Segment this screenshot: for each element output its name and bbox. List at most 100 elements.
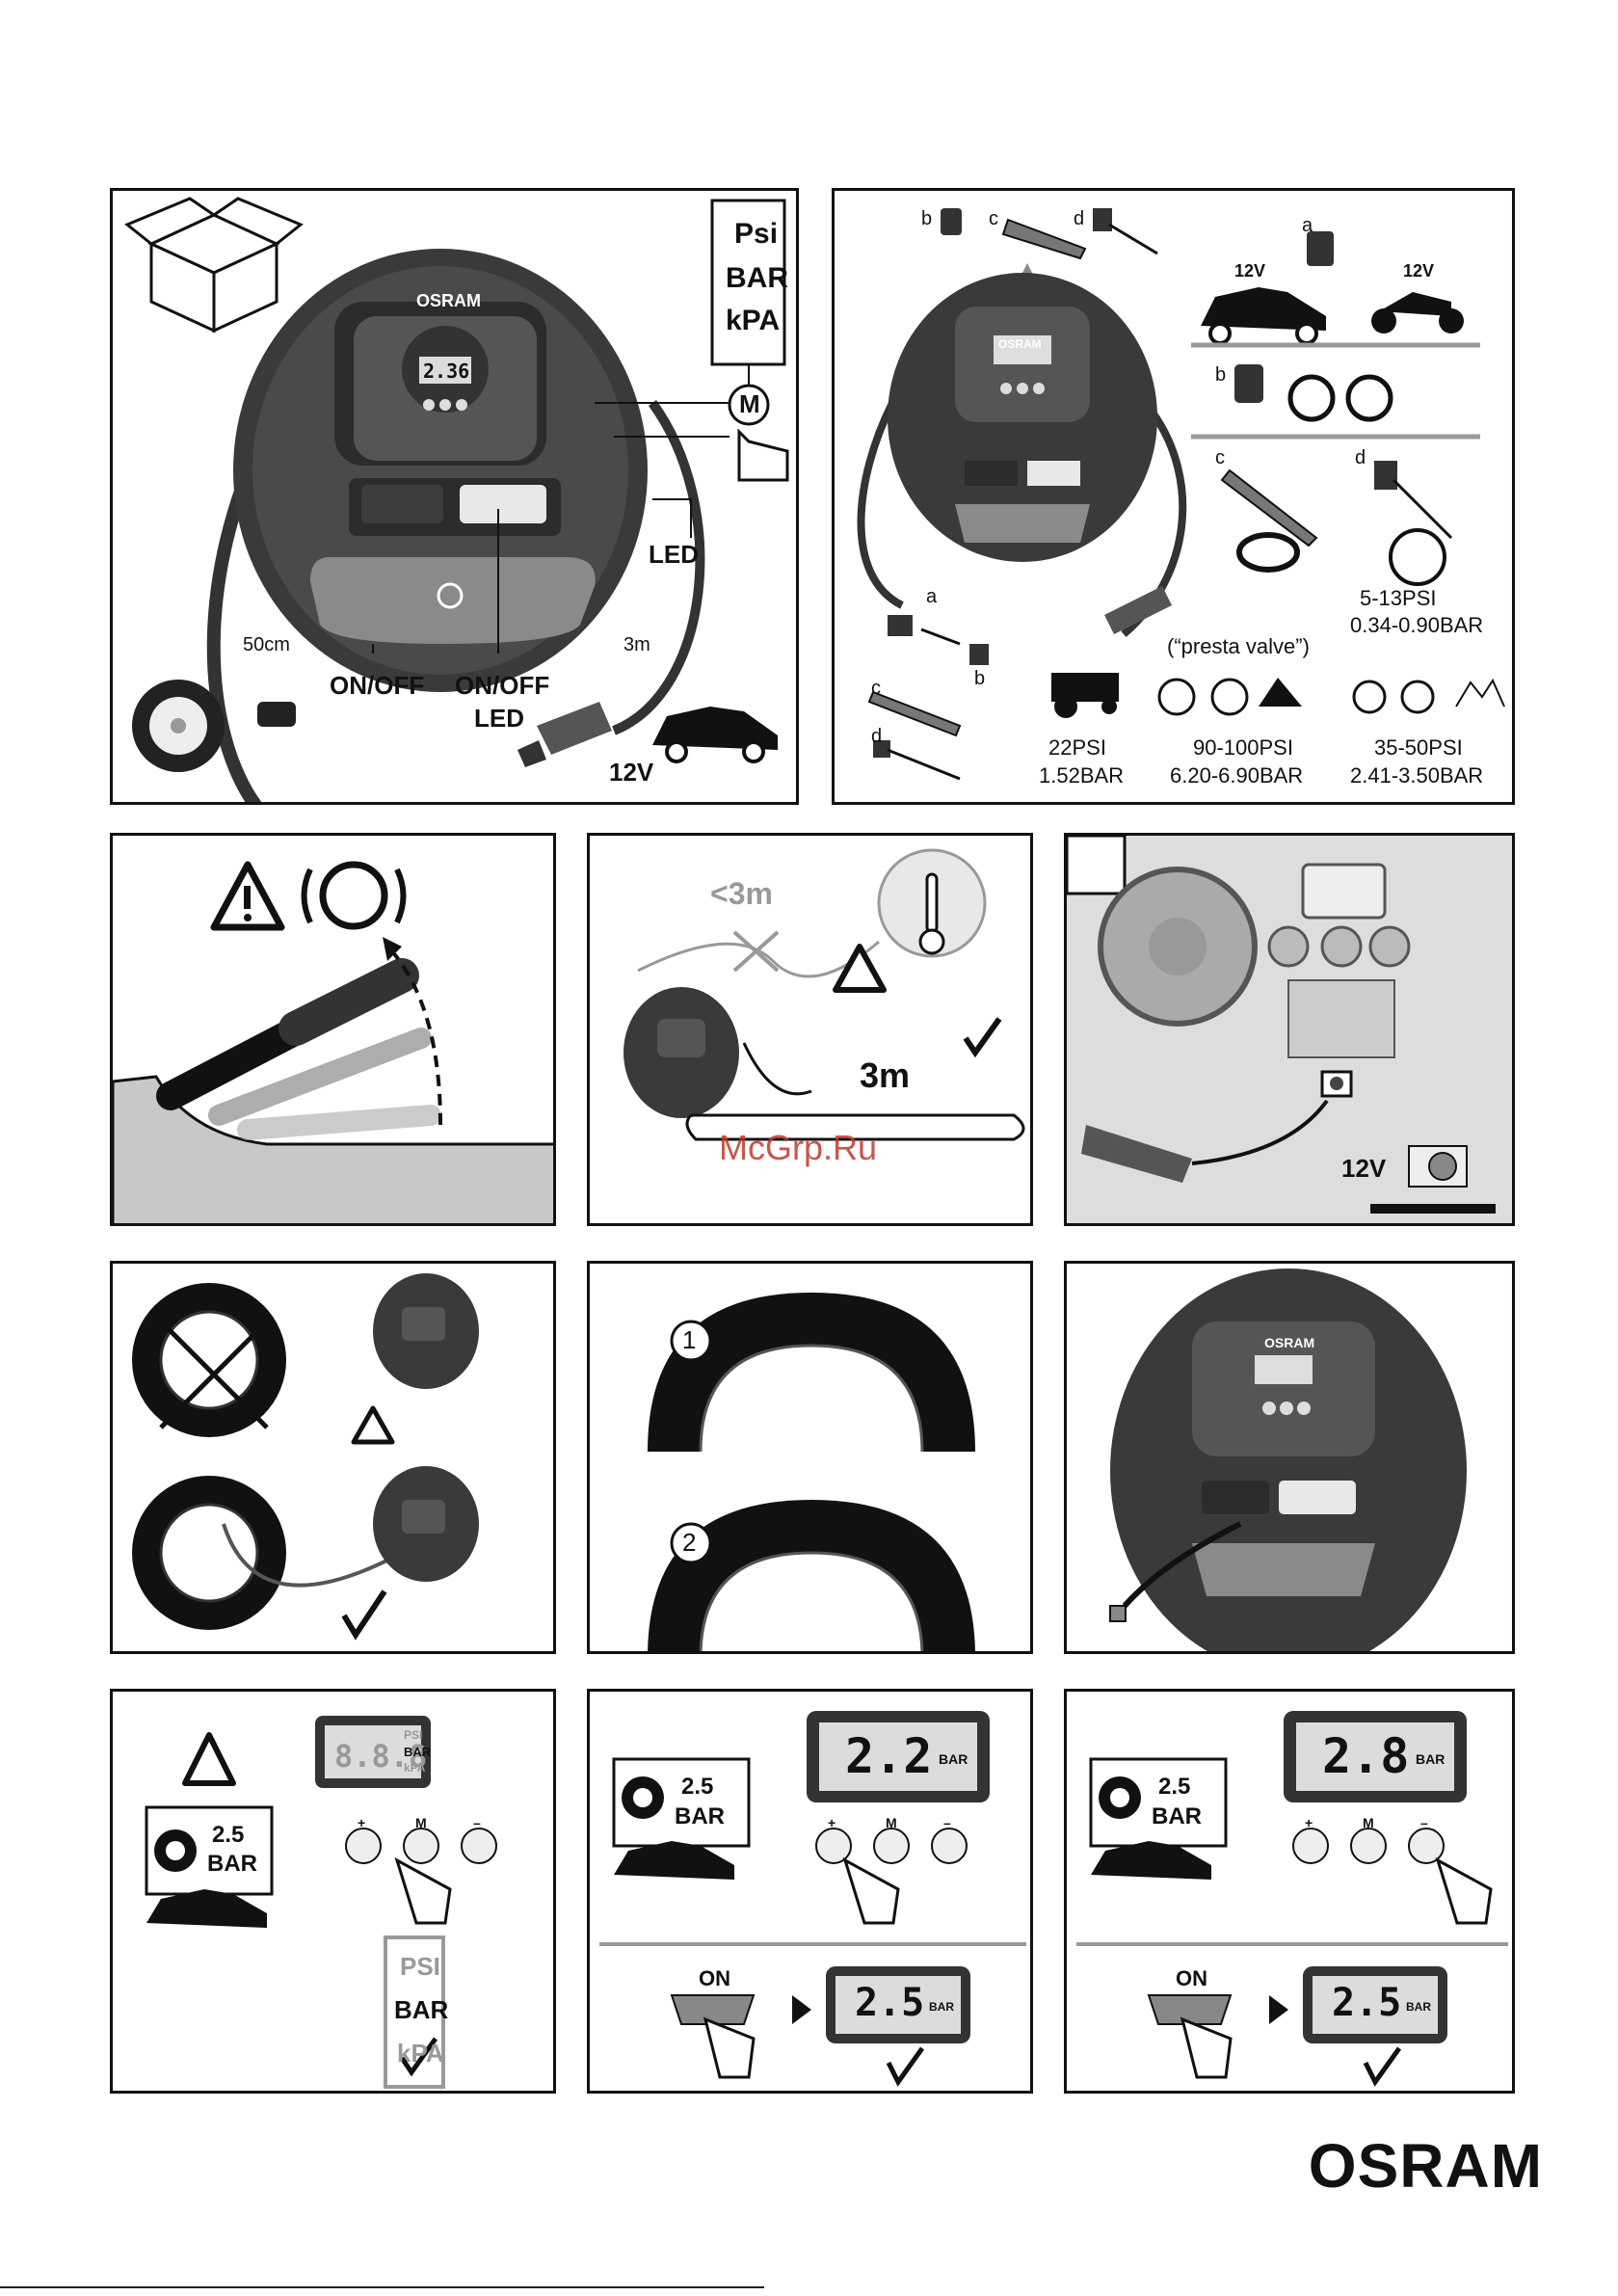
unit-selection-illustration [145, 1716, 497, 2089]
button-plus: + [358, 1815, 366, 1830]
button-minus: – [473, 1815, 481, 1830]
needle-c-label: c [1215, 447, 1225, 468]
parking-brake-icon [319, 861, 388, 930]
warning-icon [833, 944, 887, 993]
panel-handbrake [110, 833, 556, 1226]
brand-label: OSRAM [1264, 1335, 1315, 1350]
on-label: ON [699, 1966, 730, 1990]
mtb-psi: 35-50PSI [1374, 735, 1463, 760]
panel-decrease-pressure: 2.5 BAR 2.8 BAR + M – ON 2.5 BAR [1064, 1689, 1515, 2094]
presta-note: (“presta valve”) [1167, 634, 1310, 658]
distance-bad: <3m [710, 876, 773, 911]
units-bar: BAR [394, 1995, 449, 2024]
panel-compressor-overview: Psi BAR kPA M OSRAM 2.36 LED 50cm 3m ON/… [110, 188, 799, 805]
panel-12v-socket: 12V [1064, 833, 1515, 1226]
box-icon [124, 197, 304, 334]
increase-illustration [599, 1711, 1026, 2087]
cord-length-illustration [623, 848, 1025, 1141]
lcd-unit-kpa: kPA [404, 1761, 426, 1775]
ball-bar: 0.34-0.90BAR [1350, 613, 1484, 637]
lcd-value: 2.8 [1322, 1728, 1410, 1784]
step-2: 2 [682, 1528, 697, 1557]
adapter-c-label: c [989, 208, 998, 229]
panel-cord-length: <3m 3m [587, 833, 1033, 1226]
needle-d-label: d [1355, 447, 1366, 468]
compressor-illustration [124, 197, 789, 802]
unit-bar: BAR [726, 262, 788, 294]
led-label: LED [649, 540, 699, 569]
panel-hose-position [110, 1261, 556, 1654]
lcd-unit-psi: PSI [404, 1728, 423, 1742]
result-value: 2.5 [1332, 1981, 1402, 2025]
book-unit: BAR [675, 1803, 725, 1829]
hose-b-label: b [974, 668, 986, 689]
step-1: 1 [682, 1325, 697, 1354]
display-value: 2.36 [423, 360, 470, 383]
warning-icon [351, 1405, 395, 1445]
result-unit: BAR [929, 2000, 954, 2014]
book-value: 2.5 [1158, 1774, 1191, 1800]
result-unit: BAR [1406, 2000, 1431, 2014]
cable-length: 50cm [243, 634, 290, 655]
book-value: 2.5 [681, 1774, 714, 1800]
book-unit: BAR [207, 1851, 257, 1877]
cord-length: 3m [623, 634, 650, 655]
result-value: 2.5 [855, 1981, 925, 2025]
brand-label: OSRAM [416, 291, 481, 310]
adapters-illustration [857, 208, 1505, 781]
panel-adapter-storage: OSRAM [1064, 1261, 1515, 1654]
adapter-storage-illustration [1109, 1268, 1467, 1651]
mtb-bar: 2.41-3.50BAR [1350, 763, 1484, 788]
distance-good: 3m [860, 1055, 911, 1095]
car-voltage: 12V [1234, 261, 1266, 280]
osram-logo: OSRAM [1308, 2131, 1543, 2201]
bottom-d-label: d [871, 726, 883, 747]
brand-label: OSRAM [998, 337, 1042, 351]
lcd-value: 8.8.8 [334, 1738, 428, 1775]
road-bar: 6.20-6.90BAR [1170, 763, 1304, 788]
road-psi: 90-100PSI [1193, 735, 1293, 760]
dashboard-illustration [1067, 836, 1512, 1223]
unit-psi: Psi [734, 218, 779, 250]
adapter-a-label: a [1302, 215, 1313, 236]
power-label: ON/OFF [330, 671, 425, 700]
voltage-label: 12V [609, 758, 654, 787]
button-plus: + [1305, 1815, 1313, 1830]
button-plus: + [828, 1815, 836, 1830]
button-minus: – [1420, 1815, 1428, 1830]
voltage-label: 12V [1341, 1154, 1387, 1183]
decrease-illustration [1076, 1711, 1508, 2087]
hose-a-label: a [926, 586, 938, 607]
panel-unit-selection: 8.8.8 PSI BAR kPA + M – 2.5 BAR PSI BAR … [110, 1689, 556, 2094]
book-unit: BAR [1152, 1803, 1202, 1829]
bike-adapter-b-label: b [1215, 364, 1227, 386]
book-value: 2.5 [212, 1822, 245, 1848]
units-psi: PSI [400, 1952, 440, 1981]
panel-adapters: b c d a OSRAM 12V 12V b c d 5-13PSI 0.34… [832, 188, 1515, 805]
led-switch-label-1: ON/OFF [455, 671, 550, 700]
panel-attach-valve: 1 2 [587, 1261, 1033, 1654]
moto-voltage: 12V [1403, 261, 1435, 280]
lcd-unit: BAR [1416, 1751, 1446, 1767]
hose-position-illustration [132, 1273, 479, 1641]
ball-psi: 5-13PSI [1360, 586, 1437, 610]
footer-divider [0, 2286, 764, 2288]
warning-icon [182, 1732, 236, 1786]
units-kpa: kPA [397, 2039, 444, 2068]
lcd-unit: BAR [939, 1751, 968, 1767]
panel-increase-pressure: 2.5 BAR 2.2 BAR + M – ON 2.5 BAR [587, 1689, 1033, 2094]
button-minus: – [943, 1815, 951, 1830]
lcd-value: 2.2 [845, 1728, 933, 1784]
adapter-d-label: d [1074, 208, 1085, 229]
led-switch-label-2: LED [474, 704, 524, 733]
adapter-b-label: b [921, 208, 933, 229]
mower-psi: 22PSI [1048, 735, 1106, 760]
unit-kpa: kPA [726, 305, 781, 336]
button-m: M [415, 1815, 427, 1830]
on-label: ON [1176, 1966, 1207, 1990]
watermark: McGrp.Ru [719, 1128, 878, 1167]
valve-illustration [648, 1293, 975, 1651]
button-m: M [1363, 1815, 1374, 1830]
lcd-unit-bar: BAR [404, 1745, 432, 1759]
mode-button-label: M [739, 389, 760, 418]
